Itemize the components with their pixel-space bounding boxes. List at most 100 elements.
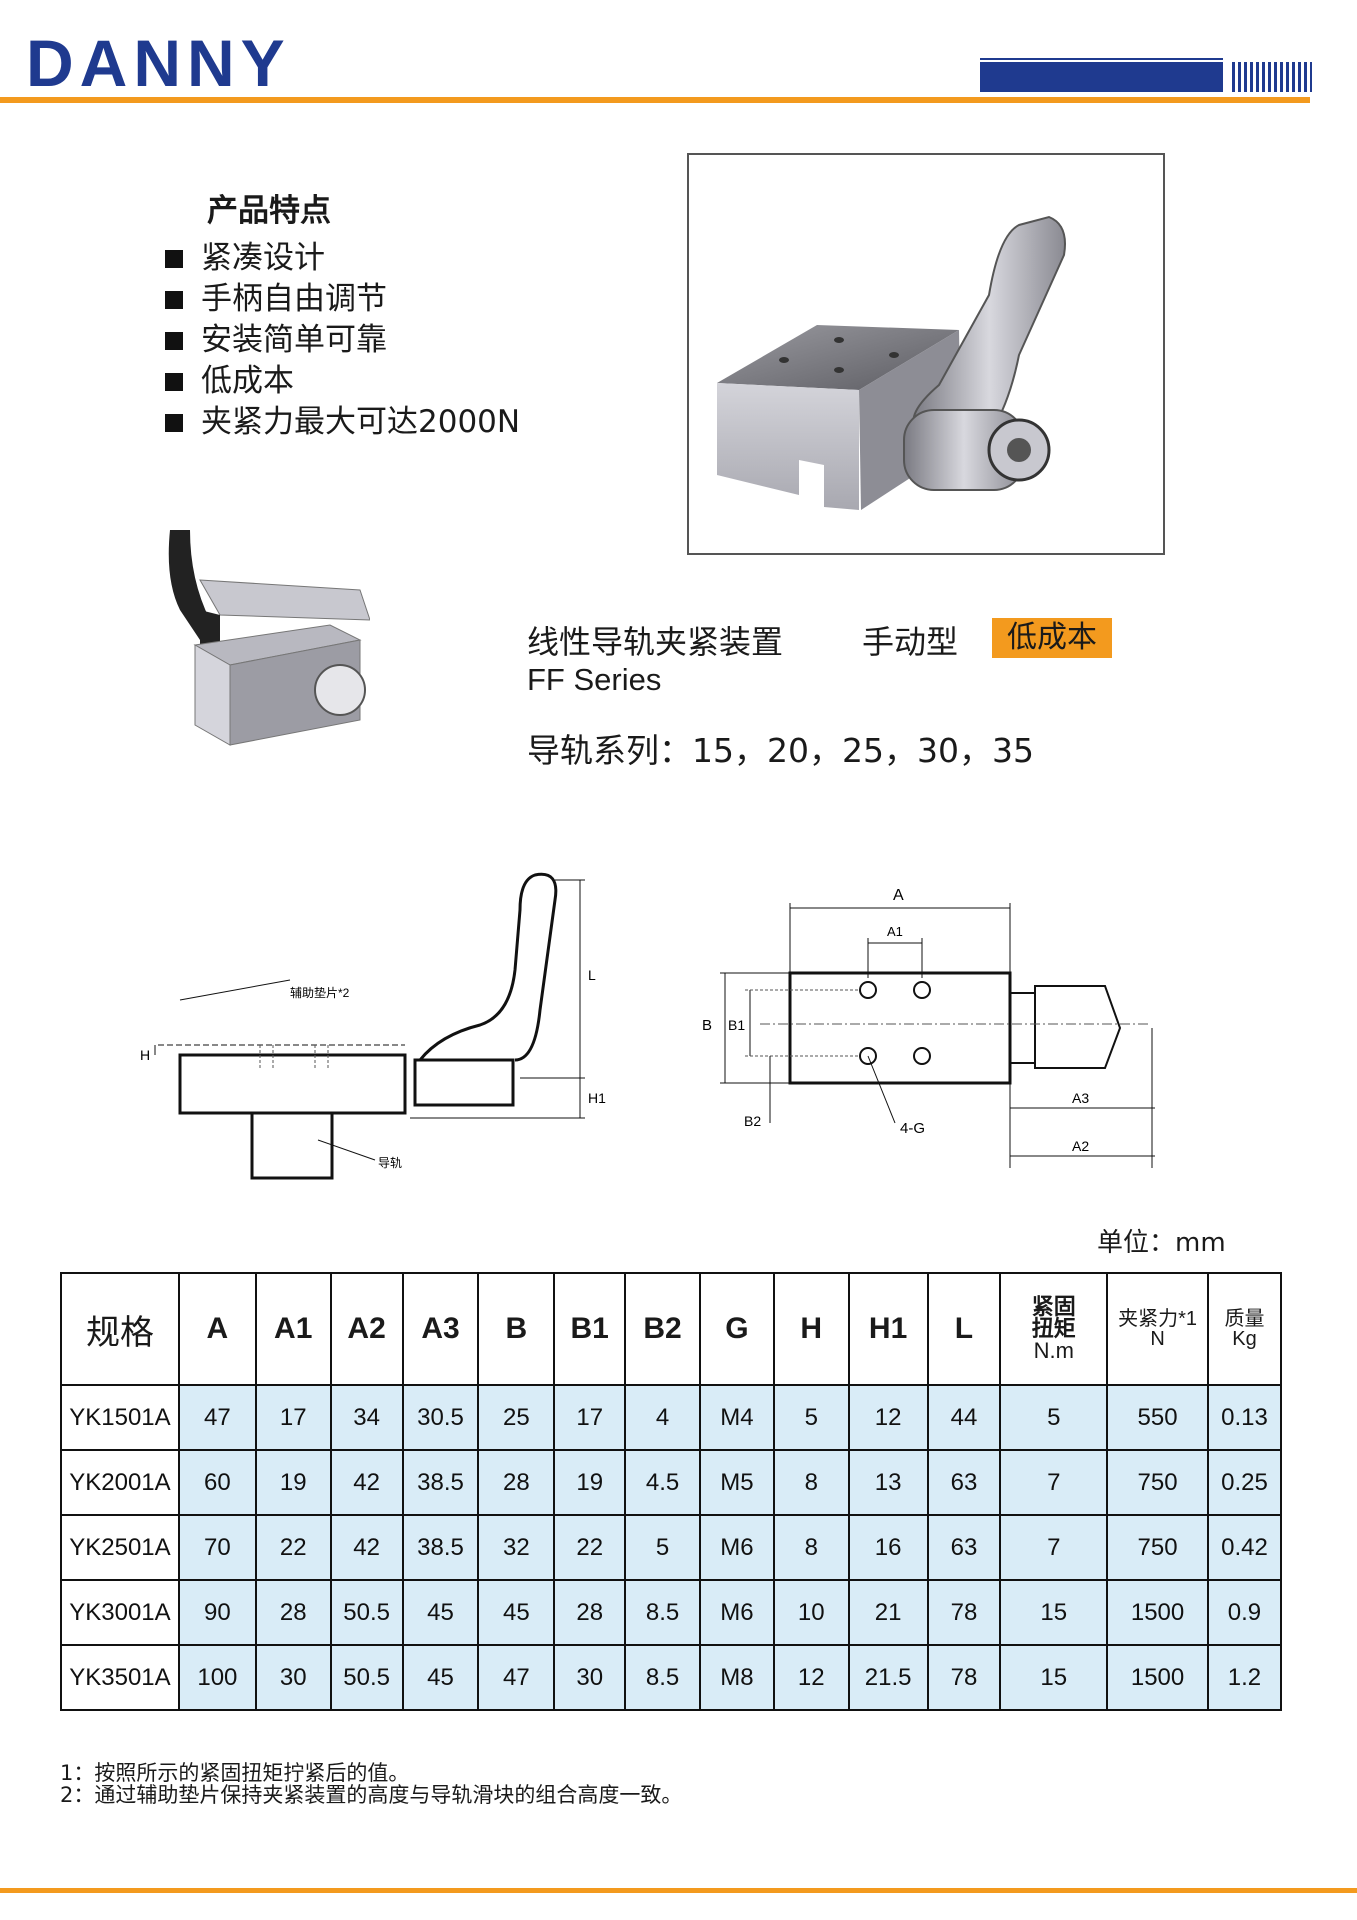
table-cell: 42 — [329, 1449, 404, 1516]
feature-item: 紧凑设计 — [165, 238, 520, 279]
table-cell: 750 — [1106, 1514, 1209, 1581]
shim-label: 辅助垫片*2 — [290, 985, 350, 1000]
footnote: 1：按照所示的紧固扭矩拧紧后的值。 — [60, 1761, 410, 1785]
table-cell: 47 — [177, 1384, 257, 1451]
table-cell: 70 — [177, 1514, 257, 1581]
header-decor-bar — [980, 62, 1223, 92]
table-cell: 34 — [329, 1384, 404, 1451]
feature-item: 安装简单可靠 — [165, 320, 520, 361]
dim-A-label: A — [893, 887, 904, 904]
table-cell: M6 — [699, 1514, 775, 1581]
table-cell: 38.5 — [401, 1449, 480, 1516]
header-decor-line — [980, 58, 1223, 60]
footnotes: 1：按照所示的紧固扭矩拧紧后的值。 2：通过辅助垫片保持夹紧装置的高度与导轨滑块… — [60, 1762, 682, 1806]
table-cell: 750 — [1106, 1449, 1209, 1516]
table-cell: 63 — [926, 1514, 1002, 1581]
dim-A2-label: A2 — [1072, 1138, 1089, 1154]
table-cell: 32 — [477, 1514, 556, 1581]
header-decor-stripes — [1232, 62, 1312, 92]
table-cell: 15 — [999, 1644, 1109, 1711]
table-cell: 22 — [254, 1514, 332, 1581]
table-cell: 47 — [477, 1644, 556, 1711]
table-cell: 21.5 — [847, 1644, 929, 1711]
table-cell: 5 — [999, 1384, 1109, 1451]
table-cell: 16 — [847, 1514, 929, 1581]
low-cost-badge: 低成本 — [992, 618, 1112, 658]
product-photo-frame — [687, 153, 1165, 555]
unit-label: 单位：mm — [1097, 1228, 1226, 1258]
series-name: FF Series — [527, 662, 662, 697]
table-cell: 38.5 — [401, 1514, 480, 1581]
product-photo — [717, 215, 1066, 510]
bullet-icon — [165, 249, 183, 268]
table-cell: 100 — [177, 1644, 257, 1711]
table-cell: 12 — [847, 1384, 929, 1451]
table-cell: 17 — [254, 1384, 332, 1451]
model-cell: YK3501A — [60, 1644, 180, 1711]
table-cell: 5 — [624, 1514, 701, 1581]
top-view-drawing: A A1 B B1 B2 4-G A3 A2 — [702, 887, 1155, 1168]
thread-label: 4-G — [900, 1120, 925, 1137]
table-cell: 63 — [926, 1449, 1002, 1516]
table-cell: 28 — [254, 1579, 332, 1646]
table-cell: 60 — [177, 1449, 257, 1516]
table-cell: 1500 — [1106, 1579, 1209, 1646]
table-cell: 550 — [1106, 1384, 1209, 1451]
col-header: B — [477, 1272, 556, 1386]
table-cell: 4 — [624, 1384, 701, 1451]
brand-logo: DANNY — [26, 26, 291, 100]
table-cell: 30 — [553, 1644, 627, 1711]
table-cell: 78 — [926, 1579, 1002, 1646]
col-header: L — [926, 1272, 1002, 1386]
col-header: A — [177, 1272, 257, 1386]
table-cell: 8 — [772, 1449, 850, 1516]
bullet-icon — [165, 413, 183, 432]
table-cell: 78 — [926, 1644, 1002, 1711]
dim-B2-label: B2 — [744, 1113, 761, 1129]
col-header: A2 — [329, 1272, 404, 1386]
side-view-drawing: 辅助垫片*2 导轨 H H1 L — [140, 872, 606, 1180]
bullet-icon — [165, 331, 183, 350]
col-header: G — [699, 1272, 775, 1386]
table-cell: 17 — [553, 1384, 627, 1451]
table-cell: M4 — [699, 1384, 775, 1451]
footer-divider — [0, 1888, 1357, 1893]
table-cell: 19 — [553, 1449, 627, 1516]
model-cell: YK3001A — [60, 1579, 180, 1646]
table-cell: 10 — [772, 1579, 850, 1646]
table-cell: 50.5 — [329, 1644, 404, 1711]
table-cell: 45 — [477, 1579, 556, 1646]
col-header: H1 — [847, 1272, 929, 1386]
rail-series: 导轨系列：15，20，25，30，35 — [527, 731, 1034, 770]
table-cell: 8 — [772, 1514, 850, 1581]
rail-label: 导轨 — [378, 1156, 402, 1170]
table-cell: 0.25 — [1206, 1449, 1283, 1516]
table-cell: M6 — [699, 1579, 775, 1646]
dim-L-label: L — [588, 967, 596, 983]
dim-A3-label: A3 — [1072, 1090, 1089, 1106]
table-cell: 15 — [999, 1579, 1109, 1646]
table-cell: 25 — [477, 1384, 556, 1451]
table-cell: 8.5 — [624, 1644, 701, 1711]
table-cell: 4.5 — [624, 1449, 701, 1516]
table-cell: 50.5 — [329, 1579, 404, 1646]
col-header: 规格 — [60, 1272, 180, 1386]
col-header: B2 — [624, 1272, 701, 1386]
dim-B-label: B — [702, 1017, 712, 1034]
table-cell: 45 — [401, 1579, 480, 1646]
table-cell: 28 — [553, 1579, 627, 1646]
dim-H1-label: H1 — [588, 1090, 606, 1106]
model-cell: YK1501A — [60, 1384, 180, 1451]
col-header: B1 — [553, 1272, 627, 1386]
product-title: 线性导轨夹紧装置 — [527, 623, 784, 661]
bullet-icon — [165, 372, 183, 391]
product-photo-small — [168, 530, 370, 746]
